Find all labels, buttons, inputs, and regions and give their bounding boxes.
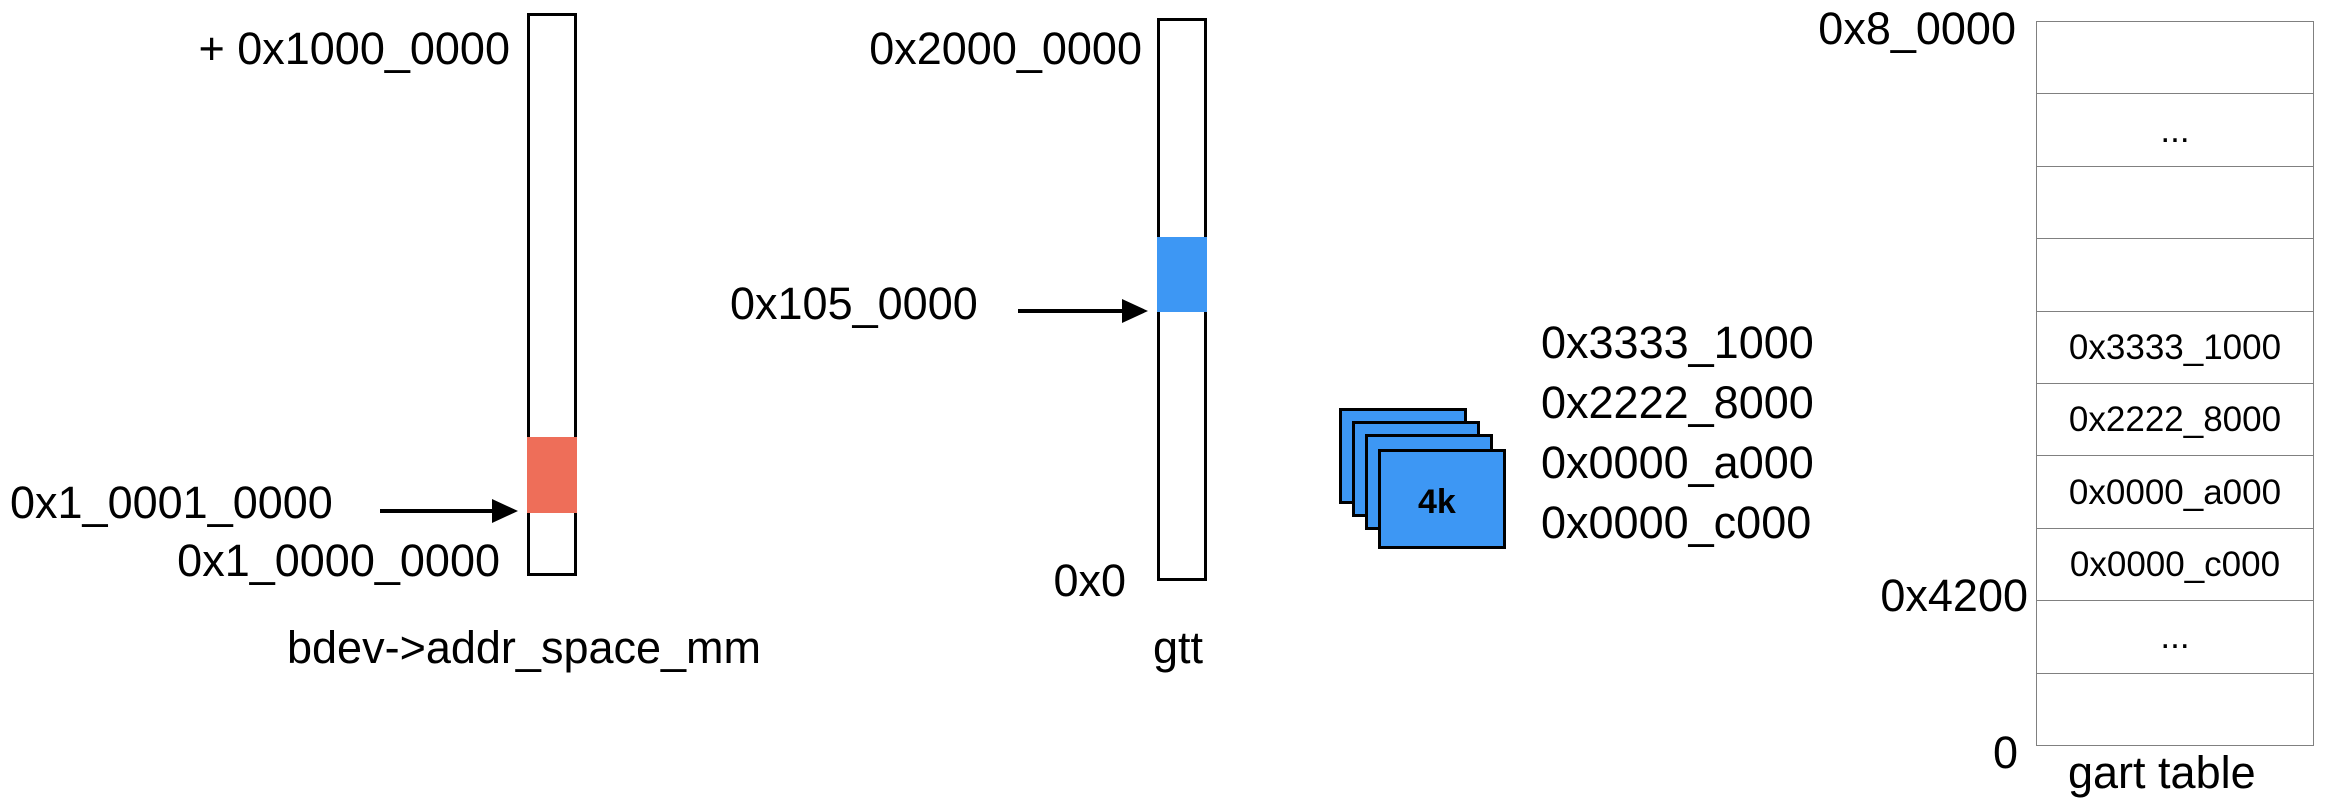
gart-entry: 0x3333_1000 [2037,312,2313,385]
addr-space-bottom-label: 0x1_0000_0000 [177,535,500,586]
page-address-2: 0x2222_8000 [1541,377,1814,428]
gart-caption: gart table [2068,747,2256,798]
addr-space-mid-label: 0x1_0001_0000 [10,477,333,528]
gart-entry: ... [2037,94,2313,167]
gart-table: ... 0x3333_1000 0x2222_8000 0x0000_a000 … [2036,21,2314,746]
page-4 [1378,449,1506,549]
gart-entry [2037,22,2313,95]
page-address-4: 0x0000_c000 [1541,497,1812,548]
page-address-3: 0x0000_a000 [1541,437,1814,488]
page-size-label: 4k [1418,483,1456,521]
gart-entry: 0x0000_a000 [2037,456,2313,529]
gtt-bottom-label: 0x0 [1053,555,1126,606]
gtt-arrow [1018,299,1148,323]
gtt-top-label: 0x2000_0000 [869,23,1142,74]
gart-entry: 0x0000_c000 [2037,529,2313,602]
addr-space-top-label: + 0x1000_0000 [198,23,510,74]
addr-space-arrow [380,499,518,523]
gart-entry: 0x2222_8000 [2037,384,2313,457]
gtt-highlight [1157,237,1207,312]
gtt-caption: gtt [1153,622,1204,673]
addr-space-highlight [527,437,577,513]
gart-mid-label: 0x4200 [1880,570,2028,621]
gart-top-label: 0x8_0000 [1818,3,2016,54]
gart-entry [2037,674,2313,745]
gart-entry [2037,167,2313,240]
addr-space-caption: bdev->addr_space_mm [287,622,762,673]
gart-entry: ... [2037,601,2313,674]
gtt-mid-label: 0x105_0000 [730,278,978,329]
page-address-1: 0x3333_1000 [1541,317,1814,368]
gart-entry [2037,239,2313,312]
gart-bottom-label: 0 [1992,727,2018,778]
